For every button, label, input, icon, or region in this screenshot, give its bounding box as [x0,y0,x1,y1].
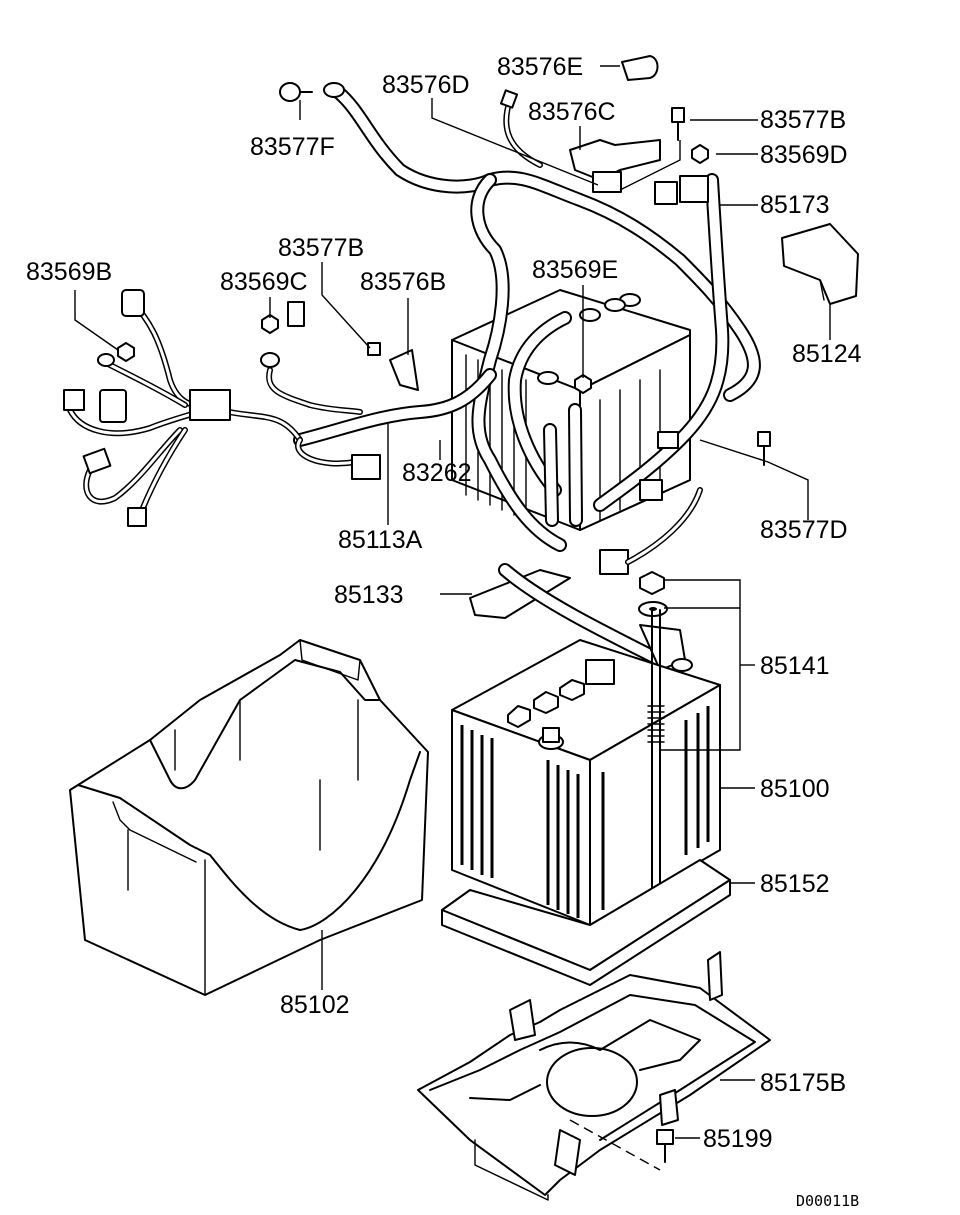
battery-tray [417,951,771,1201]
callout-83576E: 83576E [497,53,583,81]
battery-tray-pad [441,859,731,986]
callout-85175B: 85175B [760,1069,846,1097]
callout-83262: 83262 [402,459,472,487]
bolt-85199 [656,1129,674,1163]
battery-box [69,639,429,996]
callout-85102: 85102 [280,991,350,1019]
callout-83569B: 83569B [26,258,112,286]
callout-85113A: 85113A [338,526,423,554]
callouts: 83576E 83576D 83576C 83577B 83569D 83577… [26,53,862,1210]
callout-83577B-mid: 83577B [278,234,364,262]
callout-83577D: 83577D [760,516,848,544]
callout-83576B: 83576B [360,268,446,296]
callout-83577B-top: 83577B [760,106,846,134]
callout-85173: 85173 [760,191,830,219]
callout-83569E: 83569E [532,256,618,284]
nut-washer-set [638,571,668,617]
callout-85100: 85100 [760,775,830,803]
callout-85141: 85141 [760,652,830,680]
callout-83576D: 83576D [382,71,470,99]
callout-85124: 85124 [792,340,862,368]
callout-85152: 85152 [760,870,830,898]
upper-battery-assembly [63,55,859,575]
drawing-code: D00011B [796,1192,859,1210]
callout-83569D: 83569D [760,141,848,169]
callout-85199: 85199 [703,1125,773,1153]
callout-85133: 85133 [334,581,404,609]
leader-lines [74,65,831,1139]
callout-83576C: 83576C [528,98,616,126]
callout-83569C: 83569C [220,268,308,296]
callout-83577F: 83577F [250,133,335,161]
